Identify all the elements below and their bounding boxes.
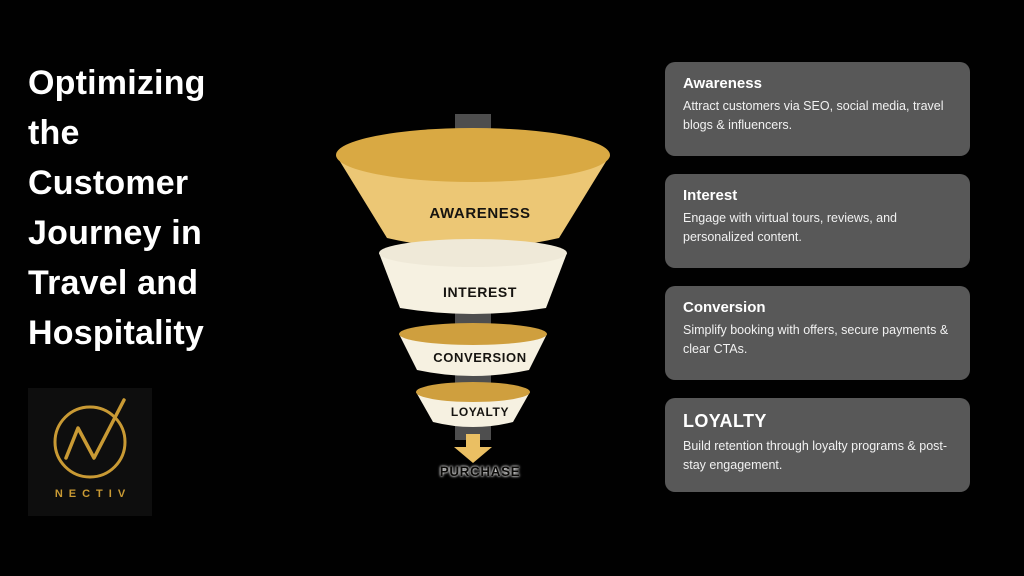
title-line: the bbox=[28, 114, 80, 152]
funnel-label-purchase: PURCHASE bbox=[439, 464, 521, 479]
title-line: Journey in bbox=[28, 214, 202, 252]
info-card-interest: Interest Engage with virtual tours, revi… bbox=[665, 174, 970, 268]
card-body: Build retention through loyalty programs… bbox=[683, 439, 948, 472]
title-line: Optimizing bbox=[28, 64, 206, 102]
funnel-stage-conversion-body bbox=[399, 334, 547, 376]
funnel-label-conversion: CONVERSION bbox=[433, 350, 527, 365]
brand-name: NECTIV bbox=[54, 488, 132, 500]
card-body: Attract customers via SEO, social media,… bbox=[683, 99, 944, 132]
card-title: LOYALTY bbox=[683, 411, 767, 431]
info-card-loyalty: LOYALTY Build retention through loyalty … bbox=[665, 398, 970, 492]
down-arrow-shaft bbox=[466, 434, 480, 447]
card-body: Engage with virtual tours, reviews, and … bbox=[683, 211, 897, 244]
info-card-awareness: Awareness Attract customers via SEO, soc… bbox=[665, 62, 970, 156]
funnel-label-loyalty: LOYALTY bbox=[450, 405, 510, 419]
funnel-stage-awareness-rim bbox=[336, 128, 610, 182]
title-line: Hospitality bbox=[28, 314, 205, 352]
nectiv-logo-icon bbox=[53, 398, 127, 479]
funnel-label-interest: INTEREST bbox=[442, 284, 518, 300]
brand-logo: NECTIV bbox=[28, 388, 152, 516]
title-line: Travel and bbox=[28, 264, 199, 302]
card-title: Awareness bbox=[683, 75, 762, 92]
funnel-stage-loyalty-body bbox=[416, 392, 530, 427]
funnel-stage-interest-rim bbox=[379, 239, 567, 267]
page-title: Optimizing the Customer Journey in Trave… bbox=[28, 58, 278, 358]
funnel-stage-interest-body bbox=[379, 253, 567, 314]
info-cards-column: Awareness Attract customers via SEO, soc… bbox=[665, 62, 970, 492]
funnel-graphic bbox=[336, 114, 610, 463]
funnel-stage-loyalty-rim bbox=[416, 382, 530, 402]
card-title: Conversion bbox=[683, 299, 766, 316]
info-card-conversion: Conversion Simplify booking with offers,… bbox=[665, 286, 970, 380]
funnel-stage-conversion-rim bbox=[399, 323, 547, 345]
down-arrow-head bbox=[454, 447, 492, 463]
card-title: Interest bbox=[683, 187, 738, 204]
funnel-label-awareness: AWARENESS bbox=[429, 205, 531, 222]
card-body: Simplify booking with offers, secure pay… bbox=[683, 323, 949, 356]
title-line: Customer bbox=[28, 164, 189, 202]
